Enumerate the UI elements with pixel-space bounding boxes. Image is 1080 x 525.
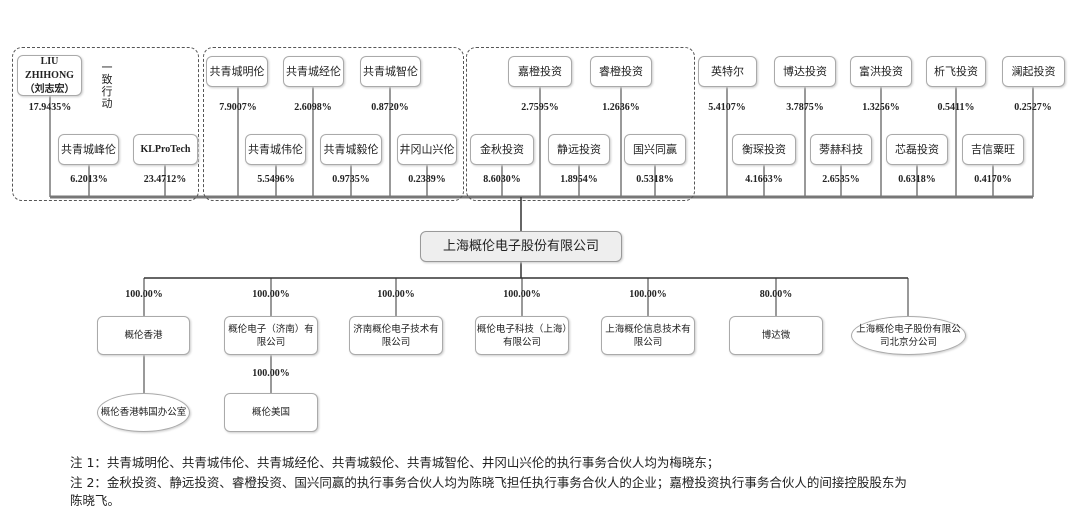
- shareholder-box: 析飞投资: [926, 56, 986, 87]
- shareholding-pct: 5.4107%: [708, 102, 746, 113]
- shareholder-box: 国兴同赢: [624, 134, 686, 165]
- subsidiary-pct: 100.00%: [252, 368, 290, 379]
- chenxiaofei-group: [466, 47, 695, 201]
- shareholding-pct: 17.9435%: [28, 102, 72, 113]
- shareholder-box: 吉信粟旺: [962, 134, 1024, 165]
- shareholder-box: KLProTech: [133, 134, 198, 165]
- shareholding-pct: 4.1663%: [745, 174, 783, 185]
- usa-subsidiary-box: 概伦美国: [224, 393, 318, 432]
- note-2: 注 2：金秋投资、静远投资、睿橙投资、国兴同赢的执行事务合伙人均为陈晓飞担任执行…: [70, 475, 907, 490]
- shareholder-box: 蒡赫科技: [810, 134, 872, 165]
- shareholding-pct: 1.3256%: [862, 102, 900, 113]
- shareholding-pct: 0.8720%: [371, 102, 409, 113]
- shareholder-box: 嘉橙投资: [508, 56, 572, 87]
- subsidiary-box: 概伦电子科技（上海）有限公司: [475, 316, 569, 355]
- subsidiary-pct: 80.00%: [759, 289, 793, 300]
- shareholding-pct: 0.6318%: [898, 174, 936, 185]
- shareholder-box: 共青城毅伦: [320, 134, 382, 165]
- shareholder-box: 澜起投资: [1002, 56, 1065, 87]
- shareholding-pct: 6.2013%: [70, 174, 108, 185]
- subsidiary-box: 济南概伦电子技术有限公司: [349, 316, 443, 355]
- shareholding-pct: 0.2527%: [1014, 102, 1052, 113]
- shareholder-box: 共青城经伦: [283, 56, 344, 87]
- shareholding-pct: 3.7875%: [786, 102, 824, 113]
- subsidiary-box: 上海概伦电子股份有限公司北京分公司: [851, 316, 966, 355]
- shareholder-box: 静远投资: [548, 134, 610, 165]
- shareholder-box: 共青城智伦: [360, 56, 421, 87]
- subsidiary-box: 博达微: [729, 316, 823, 355]
- shareholding-pct: 0.5318%: [636, 174, 674, 185]
- shareholding-pct: 0.5411%: [937, 102, 975, 113]
- korea-office-box: 概伦香港韩国办公室: [97, 393, 190, 432]
- shareholder-box: 井冈山兴伦: [397, 134, 457, 165]
- shareholding-pct: 0.2389%: [408, 174, 446, 185]
- shareholder-box: 富洪投资: [850, 56, 912, 87]
- shareholding-pct: 0.4170%: [974, 174, 1012, 185]
- subsidiary-box: 概伦香港: [97, 316, 190, 355]
- shareholder-box: 博达投资: [774, 56, 836, 87]
- subsidiary-pct: 100.00%: [503, 289, 541, 300]
- shareholding-pct: 2.6535%: [822, 174, 860, 185]
- meixiaodong-group: [203, 47, 464, 201]
- note-2-cont: 陈晓飞。: [70, 493, 121, 508]
- shareholding-pct: 0.9735%: [332, 174, 370, 185]
- shareholding-pct: 5.5496%: [257, 174, 295, 185]
- shareholding-pct: 7.9007%: [219, 102, 257, 113]
- shareholding-pct: 23.4712%: [143, 174, 187, 185]
- shareholding-pct: 2.7595%: [521, 102, 559, 113]
- shareholding-pct: 1.8954%: [560, 174, 598, 185]
- shareholder-box: 英特尔: [698, 56, 757, 87]
- subsidiary-pct: 100.00%: [252, 289, 290, 300]
- note-1: 注 1：共青城明伦、共青城伟伦、共青城经伦、共青城毅伦、共青城智伦、井冈山兴伦的…: [70, 455, 720, 470]
- shareholding-pct: 2.6098%: [294, 102, 332, 113]
- concert-party-group: [12, 47, 199, 201]
- concert-action-label: 一致行动: [101, 61, 113, 110]
- shareholder-box: 芯磊投资: [886, 134, 948, 165]
- shareholder-box: 金秋投资: [470, 134, 534, 165]
- shareholding-pct: 1.2636%: [602, 102, 640, 113]
- shareholder-box: 共青城明伦: [206, 56, 268, 87]
- subsidiary-pct: 100.00%: [377, 289, 415, 300]
- subsidiary-box: 上海概伦信息技术有限公司: [601, 316, 695, 355]
- subsidiary-box: 概伦电子（济南）有限公司: [224, 316, 318, 355]
- subsidiary-pct: 100.00%: [125, 289, 163, 300]
- shareholder-box: 共青城峰伦: [58, 134, 119, 165]
- company-box: 上海概伦电子股份有限公司: [420, 231, 622, 262]
- shareholder-box: 衡琛投资: [732, 134, 796, 165]
- shareholder-box: LIU ZHIHONG（刘志宏）: [17, 55, 82, 96]
- shareholder-box: 睿橙投资: [590, 56, 652, 87]
- shareholding-pct: 8.6030%: [483, 174, 521, 185]
- subsidiary-pct: 100.00%: [629, 289, 667, 300]
- shareholder-box: 共青城伟伦: [245, 134, 306, 165]
